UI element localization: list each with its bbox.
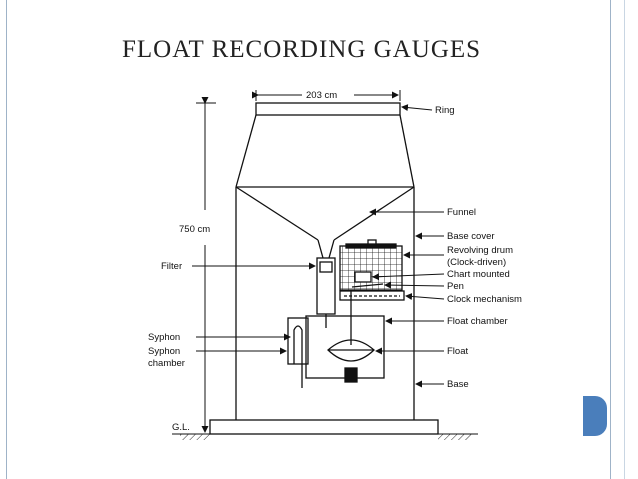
label-base-cover: Base cover bbox=[447, 231, 495, 242]
left-border-line bbox=[6, 0, 7, 479]
label-syphon-chamber-sub: chamber bbox=[148, 358, 185, 369]
label-syphon: Syphon bbox=[148, 332, 180, 343]
slide-accent-tab bbox=[583, 396, 607, 436]
right-border-line-outer bbox=[624, 0, 625, 479]
slide-title: FLOAT RECORDING GAUGES bbox=[122, 36, 482, 63]
pen bbox=[351, 283, 384, 288]
label-syphon-chamber: Syphon bbox=[148, 346, 180, 357]
height-label: 750 cm bbox=[179, 224, 210, 235]
right-border-line bbox=[610, 0, 611, 479]
label-revolving-drum-sub: (Clock-driven) bbox=[447, 257, 506, 268]
width-label: 203 cm bbox=[306, 90, 337, 101]
label-float: Float bbox=[447, 346, 468, 357]
ring bbox=[255, 102, 401, 116]
label-ring: Ring bbox=[435, 105, 455, 116]
funnel-right bbox=[399, 114, 415, 188]
label-revolving-drum: Revolving drum bbox=[447, 245, 513, 256]
syphon-tube bbox=[293, 325, 303, 388]
label-pen: Pen bbox=[447, 281, 464, 292]
syphon-chamber bbox=[287, 317, 309, 365]
label-base: Base bbox=[447, 379, 469, 390]
chart-mounted bbox=[354, 271, 372, 283]
ground-level-label: G.L. bbox=[172, 422, 190, 433]
funnel-left bbox=[235, 114, 257, 188]
label-clock-mechanism: Clock mechanism bbox=[447, 294, 522, 305]
label-filter: Filter bbox=[161, 261, 182, 272]
label-chart-mounted: Chart mounted bbox=[447, 269, 510, 280]
label-float-chamber: Float chamber bbox=[447, 316, 508, 327]
clock-mechanism bbox=[339, 290, 405, 301]
base-plinth bbox=[209, 419, 439, 435]
revolving-drum bbox=[339, 245, 403, 291]
label-funnel: Funnel bbox=[447, 207, 476, 218]
